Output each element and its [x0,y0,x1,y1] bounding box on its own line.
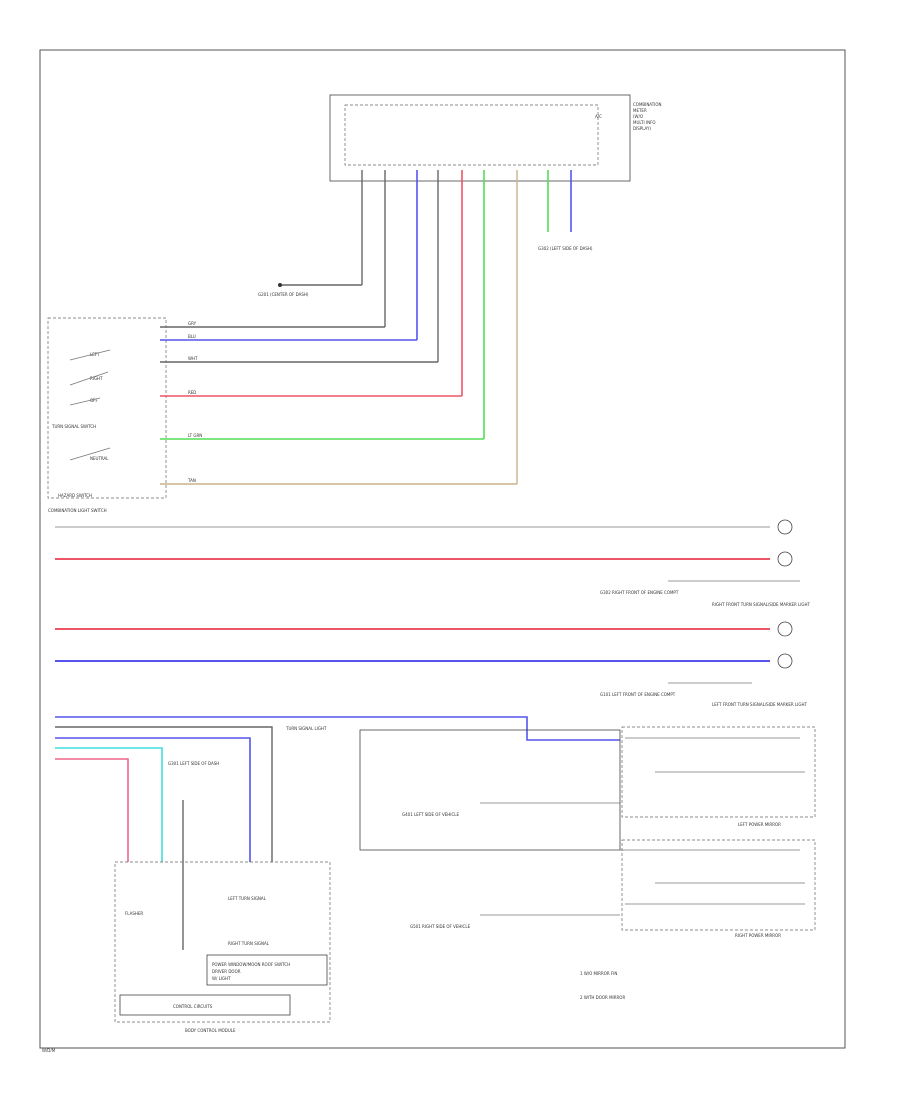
bcm-outline [114,861,331,1023]
combination-meter-side-label-5: DISPLAY) [633,126,651,131]
wire-label-blue: BLU [188,334,196,339]
lamp-right-front-label: RIGHT FRONT TURN SIGNAL/SIDE MARKER LIGH… [712,602,811,607]
lamp-right-front-1 [777,519,793,535]
bcm-col-left-label: LEFT TURN SIGNAL [228,896,267,901]
wire-label-gray: GRY [188,321,197,326]
switch-outline [47,317,167,499]
lamp-left-front-2 [777,653,793,669]
switch-contact-off: OFF [90,398,98,403]
bcm-wire-blue [55,737,251,862]
ground-left-label: G201 (CENTER OF DASH) [258,292,309,297]
right-mirror-ground-label: G501 RIGHT SIDE OF VEHICLE [410,924,471,929]
switch-contact-neutral: NEUTRAL [90,456,109,461]
combination-meter-side-label-2: METER [633,108,647,113]
switch-contact-lines [69,349,111,461]
lamp-right-ground-label: G302 RIGHT FRONT OF ENGINE COMPT [600,590,679,595]
diagram-frame [39,49,846,1049]
bcm-name: BODY CONTROL MODULE [185,1028,236,1033]
wire-label-green: LT GRN [188,433,202,438]
combination-meter-pin-label: A/C [595,114,602,119]
note-2: 2 WITH DOOR MIRROR [580,995,625,1000]
mirror-feed-outline [359,729,621,851]
wire-label-tan: TAN [187,478,196,483]
bcm-wire-cyan [55,747,163,862]
bcm-control-circuits-label: CONTROL CIRCUITS [173,1004,213,1009]
left-power-mirror: LEFT POWER MIRROR G401 LEFT SIDE OF VEHI… [402,726,816,827]
mirror-signal-label: TURN SIGNAL LIGHT [285,726,327,731]
bcm-sub-box-line-1: POWER WINDOW/MOON ROOF SWITCH [212,962,290,967]
combination-meter: A/C COMBINATION METER (W/O MULTI INFO DI… [329,94,662,182]
bcm-wire-pink [55,758,129,862]
bcm-sub-box [206,954,328,986]
note-1: 1 W/O MIRROR FIN [580,971,617,976]
combination-meter-side-label-3: (W/O [633,114,643,119]
combination-meter-outline [329,94,631,182]
switch-name: COMBINATION LIGHT SWITCH [48,508,107,513]
combination-meter-side-label-4: MULTI INFO [633,120,656,125]
wire-label-red: RED [188,390,196,395]
switch-contact-left: LEFT [90,352,100,357]
ground-right-label: G302 (LEFT SIDE OF DASH) [538,246,593,251]
switch-sub-label-1: TURN SIGNAL SWITCH [51,424,96,429]
combination-meter-inner [344,104,599,166]
bcm-wire-blue-long [55,716,620,741]
left-mirror-name: LEFT POWER MIRROR [738,822,781,827]
lamp-right-front-2 [777,551,793,567]
left-mirror-ground-label: G401 LEFT SIDE OF VEHICLE [402,812,459,817]
switch-sub-label-2: HAZARD SWITCH [58,493,92,498]
left-mirror-outline [621,726,816,818]
bcm-col-right-label: RIGHT TURN SIGNAL [228,941,270,946]
bcm-wire-gray [55,726,273,862]
combination-light-switch: TURN SIGNAL SWITCH HAZARD SWITCH LEFT RI… [47,317,167,499]
body-control-module: FLASHER POWER WINDOW/MOON ROOF SWITCH DR… [114,861,331,1033]
bcm-ground-label: G301 LEFT SIDE OF DASH [168,761,219,766]
footer-code: W/D/M [42,1048,56,1053]
bcm-control-circuits [119,994,291,1016]
lamp-left-ground-label: G101 LEFT FRONT OF ENGINE COMPT [600,692,676,697]
bcm-pin-label: FLASHER [125,911,143,916]
ground-left-symbol [278,283,282,287]
combination-meter-side-label-1: COMBINATION [633,102,662,107]
right-mirror-name: RIGHT POWER MIRROR [735,933,781,938]
lamp-left-front-1 [777,621,793,637]
switch-contact-right: RIGHT [90,376,103,381]
bcm-sub-box-line-3: W/ LIGHT [212,976,231,981]
right-power-mirror: RIGHT POWER MIRROR G501 RIGHT SIDE OF VE… [410,839,816,938]
right-mirror-outline [621,839,816,931]
lamp-left-front-label: LEFT FRONT TURN SIGNAL/SIDE MARKER LIGHT [712,702,807,707]
bcm-sub-box-line-2: DRIVER DOOR [212,969,241,974]
wire-label-white: WHT [188,356,198,361]
